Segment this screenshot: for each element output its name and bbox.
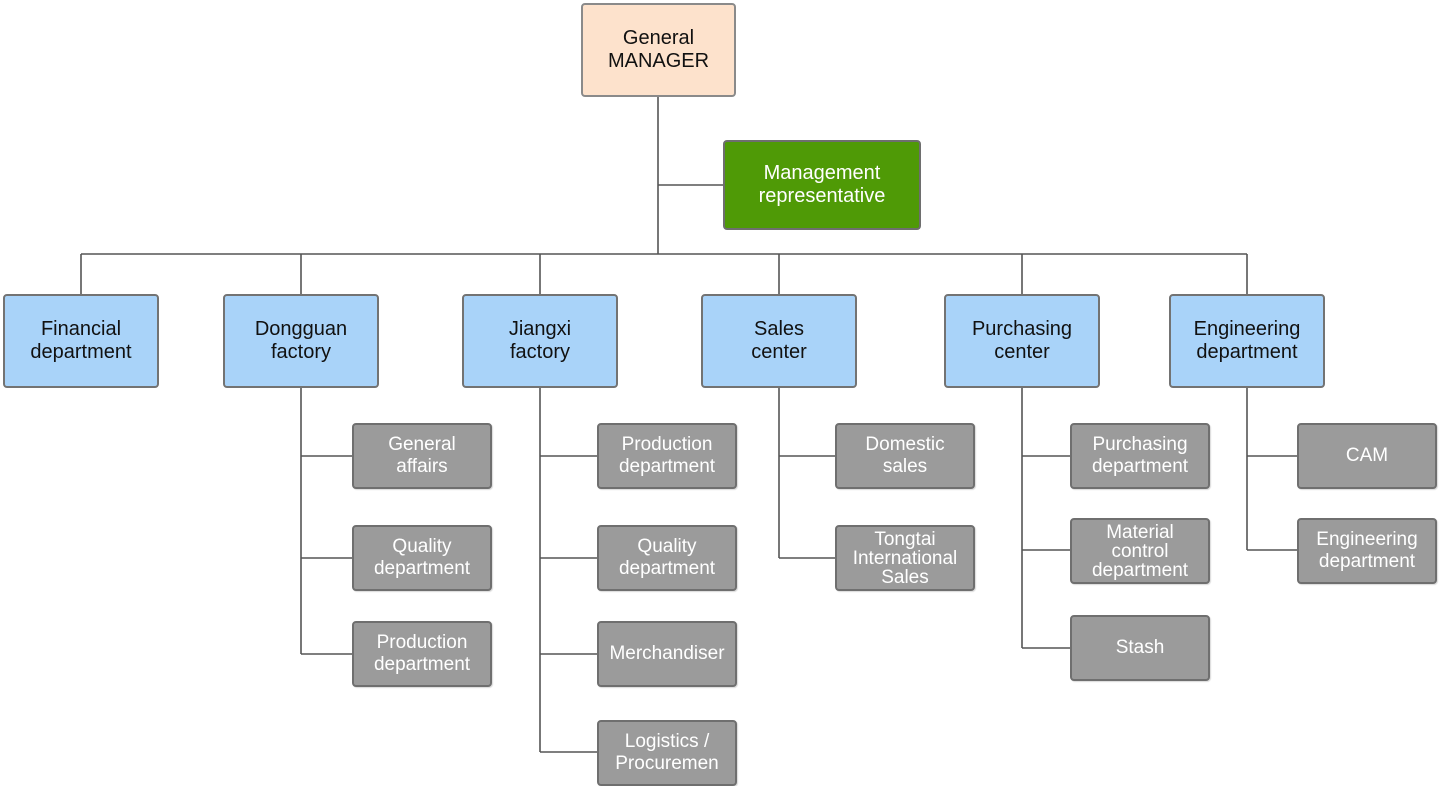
dongguan-production-department-node: Production department bbox=[352, 621, 492, 687]
node-label-line: Sales bbox=[753, 318, 805, 340]
jiangxi-logistics-procurement-node: Logistics / Procuremen bbox=[597, 720, 737, 786]
node-label-line: sales bbox=[882, 456, 928, 477]
node-label-line: Stash bbox=[1115, 637, 1165, 659]
sales-domestic-node: Domestic sales bbox=[835, 423, 975, 489]
node-label-line: Tongtai bbox=[874, 528, 936, 550]
node-label-line: Quality bbox=[392, 536, 452, 558]
node-label-line: department bbox=[373, 558, 471, 579]
node-label-line: factory bbox=[509, 341, 570, 363]
node-label-line: International bbox=[852, 547, 958, 569]
node-label-line: Procuremen bbox=[615, 753, 719, 774]
node-label-line: Sales bbox=[881, 566, 929, 588]
purchasing-center-node: Purchasing center bbox=[944, 294, 1100, 388]
material-control-department-node: Material control department bbox=[1070, 518, 1210, 584]
node-label-line: Management bbox=[763, 162, 881, 184]
financial-department-node: Financial department bbox=[3, 294, 159, 388]
node-label-line: department bbox=[373, 654, 471, 675]
node-label-line: factory bbox=[270, 341, 332, 363]
general-manager-node: General MANAGER bbox=[581, 3, 736, 97]
node-label-line: Quality bbox=[637, 536, 697, 558]
node-label-line: department bbox=[30, 341, 132, 363]
node-label-line: Material bbox=[1106, 521, 1174, 543]
node-label-line: Financial bbox=[40, 318, 122, 340]
node-label-line: center bbox=[751, 341, 807, 363]
node-label-line: Production bbox=[376, 632, 468, 654]
purchasing-department-node: Purchasing department bbox=[1070, 423, 1210, 489]
node-label-line: department bbox=[1091, 456, 1189, 477]
cam-node: CAM bbox=[1297, 423, 1437, 489]
node-label-line: General bbox=[622, 27, 695, 49]
node-label-line: Production bbox=[621, 434, 713, 456]
node-label-line: center bbox=[994, 341, 1050, 363]
node-label-line: department bbox=[618, 558, 716, 579]
node-label-line: MANAGER bbox=[607, 50, 710, 72]
node-label-line: General bbox=[388, 434, 456, 456]
node-label-line: representative bbox=[758, 185, 886, 207]
sales-tongtai-international-node: Tongtai International Sales bbox=[835, 525, 975, 591]
jiangxi-factory-node: Jiangxi factory bbox=[462, 294, 618, 388]
dongguan-quality-department-node: Quality department bbox=[352, 525, 492, 591]
dongguan-factory-node: Dongguan factory bbox=[223, 294, 379, 388]
engineering-department-node: Engineering department bbox=[1169, 294, 1325, 388]
management-representative-node: Management representative bbox=[723, 140, 921, 230]
node-label-line: department bbox=[1091, 559, 1189, 581]
node-label-line: Dongguan bbox=[254, 318, 348, 340]
stash-node: Stash bbox=[1070, 615, 1210, 681]
node-label-line: Domestic bbox=[865, 434, 945, 456]
node-label-line: affairs bbox=[396, 456, 448, 477]
node-label-line: Engineering bbox=[1316, 529, 1418, 551]
engineering-sub-department-node: Engineering department bbox=[1297, 518, 1437, 584]
node-label-line: control bbox=[1111, 540, 1169, 562]
node-label-line: Logistics / bbox=[624, 731, 710, 753]
node-label-line: Engineering bbox=[1193, 318, 1301, 340]
node-label-line: Purchasing bbox=[971, 318, 1073, 340]
sales-center-node: Sales center bbox=[701, 294, 857, 388]
node-label-line: Merchandiser bbox=[609, 643, 725, 665]
node-label-line: department bbox=[618, 456, 716, 477]
jiangxi-merchandiser-node: Merchandiser bbox=[597, 621, 737, 687]
dongguan-general-affairs-node: General affairs bbox=[352, 423, 492, 489]
jiangxi-production-department-node: Production department bbox=[597, 423, 737, 489]
node-label-line: department bbox=[1318, 551, 1416, 572]
jiangxi-quality-department-node: Quality department bbox=[597, 525, 737, 591]
node-label-line: Purchasing bbox=[1092, 434, 1188, 456]
node-label-line: department bbox=[1196, 341, 1298, 363]
node-label-line: CAM bbox=[1345, 445, 1389, 467]
node-label-line: Jiangxi bbox=[508, 318, 572, 340]
